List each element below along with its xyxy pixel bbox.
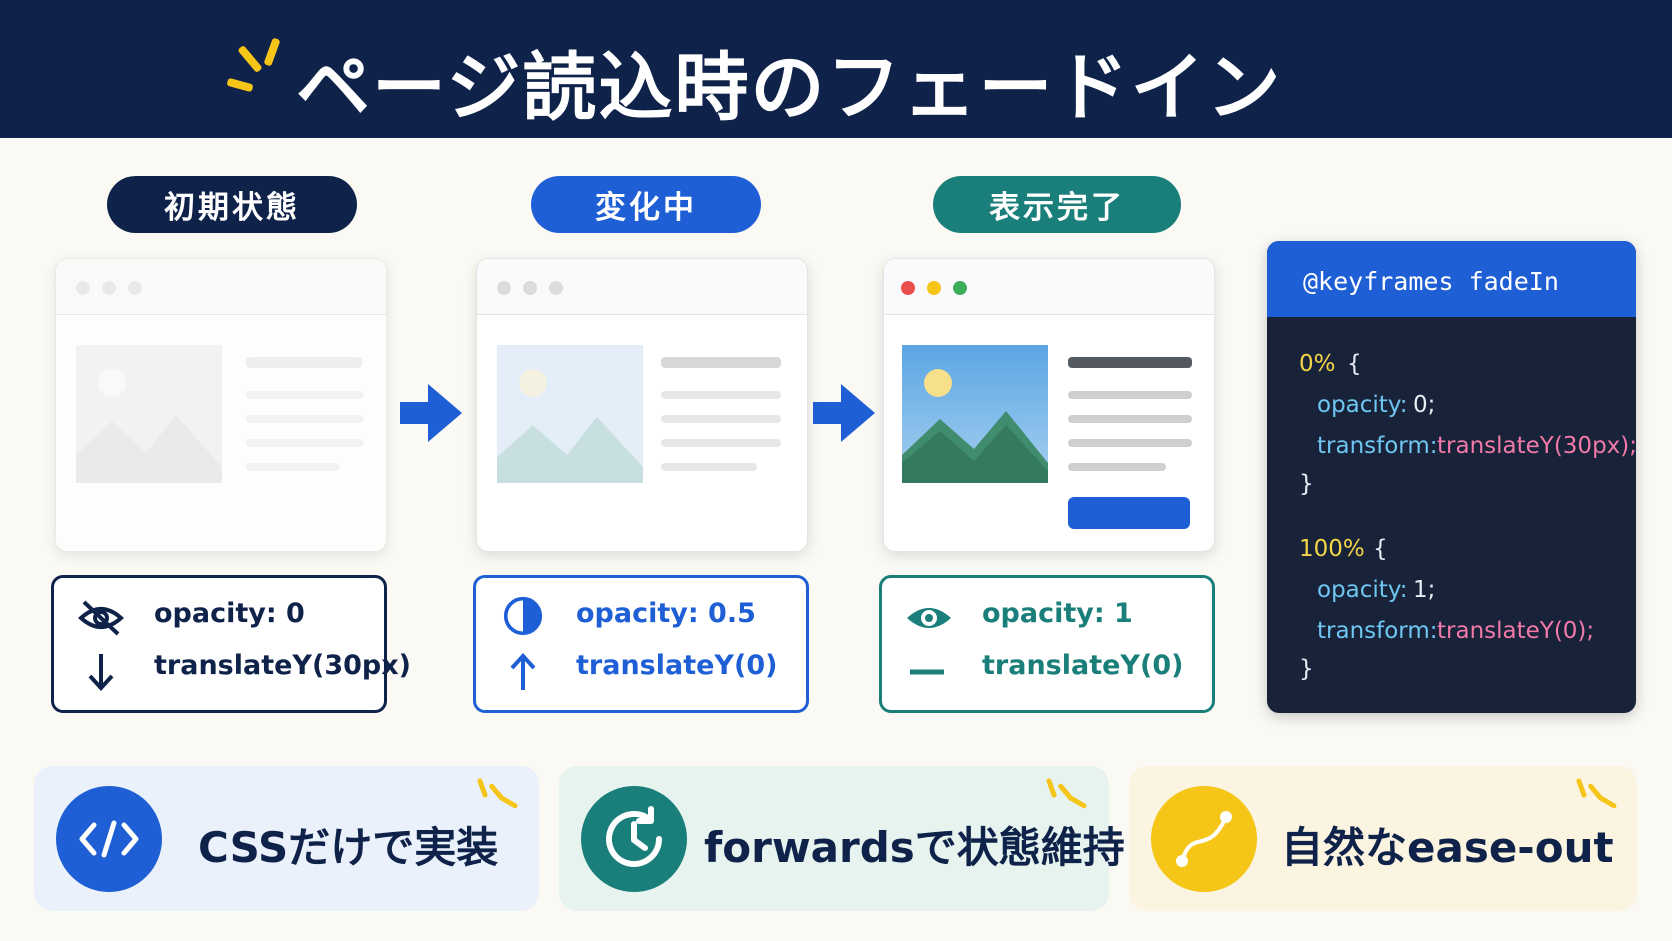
eye-icon — [907, 608, 951, 628]
image-placeholder-icon — [497, 345, 643, 483]
text-line — [246, 463, 340, 471]
info-box-transition: opacity: 0.5 translateY(0) — [473, 575, 809, 713]
code-panel-header: @keyframes fadeIn — [1267, 241, 1636, 317]
arrow-right-icon — [400, 384, 462, 442]
curve-icon — [1151, 786, 1257, 892]
feature-label: 自然なease-out — [1281, 823, 1614, 872]
code-brace: { — [1347, 351, 1362, 377]
transform-value: translateY(30px) — [154, 650, 411, 681]
header-banner: ページ読込時のフェードイン — [0, 0, 1672, 138]
window-dot-icon — [549, 281, 563, 295]
sparkle-icon — [1569, 770, 1619, 820]
code-brace: } — [1299, 471, 1314, 497]
code-property: transform: — [1317, 618, 1438, 644]
browser-mockup-transition — [476, 258, 808, 552]
browser-titlebar — [477, 259, 807, 315]
sparkle-icon — [226, 22, 288, 93]
window-dot-icon — [523, 281, 537, 295]
code-brace: { — [1373, 536, 1388, 562]
transform-value: translateY(0) — [576, 650, 778, 681]
page-title: ページ読込時のフェードイン — [296, 45, 1283, 131]
dash-icon — [910, 669, 944, 675]
text-line — [661, 391, 781, 399]
keyframes-code-panel: @keyframes fadeIn 0% { opacity: 0; trans… — [1267, 241, 1636, 713]
info-box-complete: opacity: 1 translateY(0) — [879, 575, 1215, 713]
browser-mockup-initial — [55, 258, 387, 552]
text-line — [1068, 439, 1192, 447]
code-value: 1; — [1413, 577, 1436, 603]
stage-label-complete: 表示完了 — [933, 176, 1181, 233]
feature-card-forwards: forwardsで状態維持 — [559, 766, 1125, 911]
history-icon — [581, 786, 687, 892]
feature-label: CSSだけで実装 — [198, 823, 499, 872]
code-value: translateY(30px); — [1437, 433, 1636, 459]
opacity-value: opacity: 1 — [982, 598, 1133, 629]
window-minimize-dot-icon — [927, 281, 941, 295]
code-selector: 100% — [1299, 536, 1365, 562]
arrow-right-icon — [813, 384, 875, 442]
code-selector: 0% — [1299, 351, 1336, 377]
opacity-value: opacity: 0.5 — [576, 598, 756, 629]
code-panel-title: @keyframes fadeIn — [1303, 267, 1559, 296]
text-line — [1068, 463, 1166, 471]
text-line — [661, 357, 781, 368]
code-icon — [56, 786, 162, 892]
text-line — [246, 357, 362, 368]
text-line — [1068, 357, 1192, 368]
feature-label: forwardsで状態維持 — [704, 823, 1125, 872]
code-property: opacity: — [1317, 577, 1408, 603]
window-maximize-dot-icon — [953, 281, 967, 295]
window-dot-icon — [128, 281, 142, 295]
window-close-dot-icon — [901, 281, 915, 295]
text-line — [661, 415, 781, 423]
text-line — [1068, 415, 1192, 423]
stage-label-initial: 初期状態 — [107, 176, 357, 233]
text-line — [246, 439, 364, 447]
browser-titlebar — [884, 259, 1214, 315]
arrow-up-icon — [510, 653, 536, 690]
eye-slash-icon — [78, 600, 124, 636]
transform-value: translateY(0) — [982, 650, 1184, 681]
text-line — [246, 391, 364, 399]
code-value: translateY(0); — [1437, 618, 1595, 644]
browser-mockup-complete — [883, 258, 1215, 552]
window-dot-icon — [497, 281, 511, 295]
sparkle-icon — [470, 770, 520, 820]
info-box-initial: opacity: 0 translateY(30px) — [51, 575, 411, 713]
browser-titlebar — [56, 259, 386, 315]
image-placeholder-icon — [76, 345, 222, 483]
window-dot-icon — [102, 281, 116, 295]
code-property: transform: — [1317, 433, 1438, 459]
feature-card-ease-out: 自然なease-out — [1129, 766, 1637, 911]
feature-card-css-only: CSSだけで実装 — [34, 766, 539, 911]
text-line — [661, 439, 781, 447]
cta-button-mock — [1068, 497, 1190, 529]
arrow-down-icon — [88, 654, 114, 691]
code-property: opacity: — [1317, 392, 1408, 418]
code-value: 0; — [1413, 392, 1436, 418]
text-line — [246, 415, 364, 423]
code-brace: } — [1299, 656, 1314, 682]
sparkle-icon — [1039, 770, 1089, 820]
text-line — [1068, 391, 1192, 399]
window-dot-icon — [76, 281, 90, 295]
image-landscape-icon — [902, 345, 1048, 483]
half-circle-icon — [503, 596, 543, 636]
stage-label-transition: 変化中 — [531, 176, 761, 233]
opacity-value: opacity: 0 — [154, 598, 305, 629]
text-line — [661, 463, 757, 471]
